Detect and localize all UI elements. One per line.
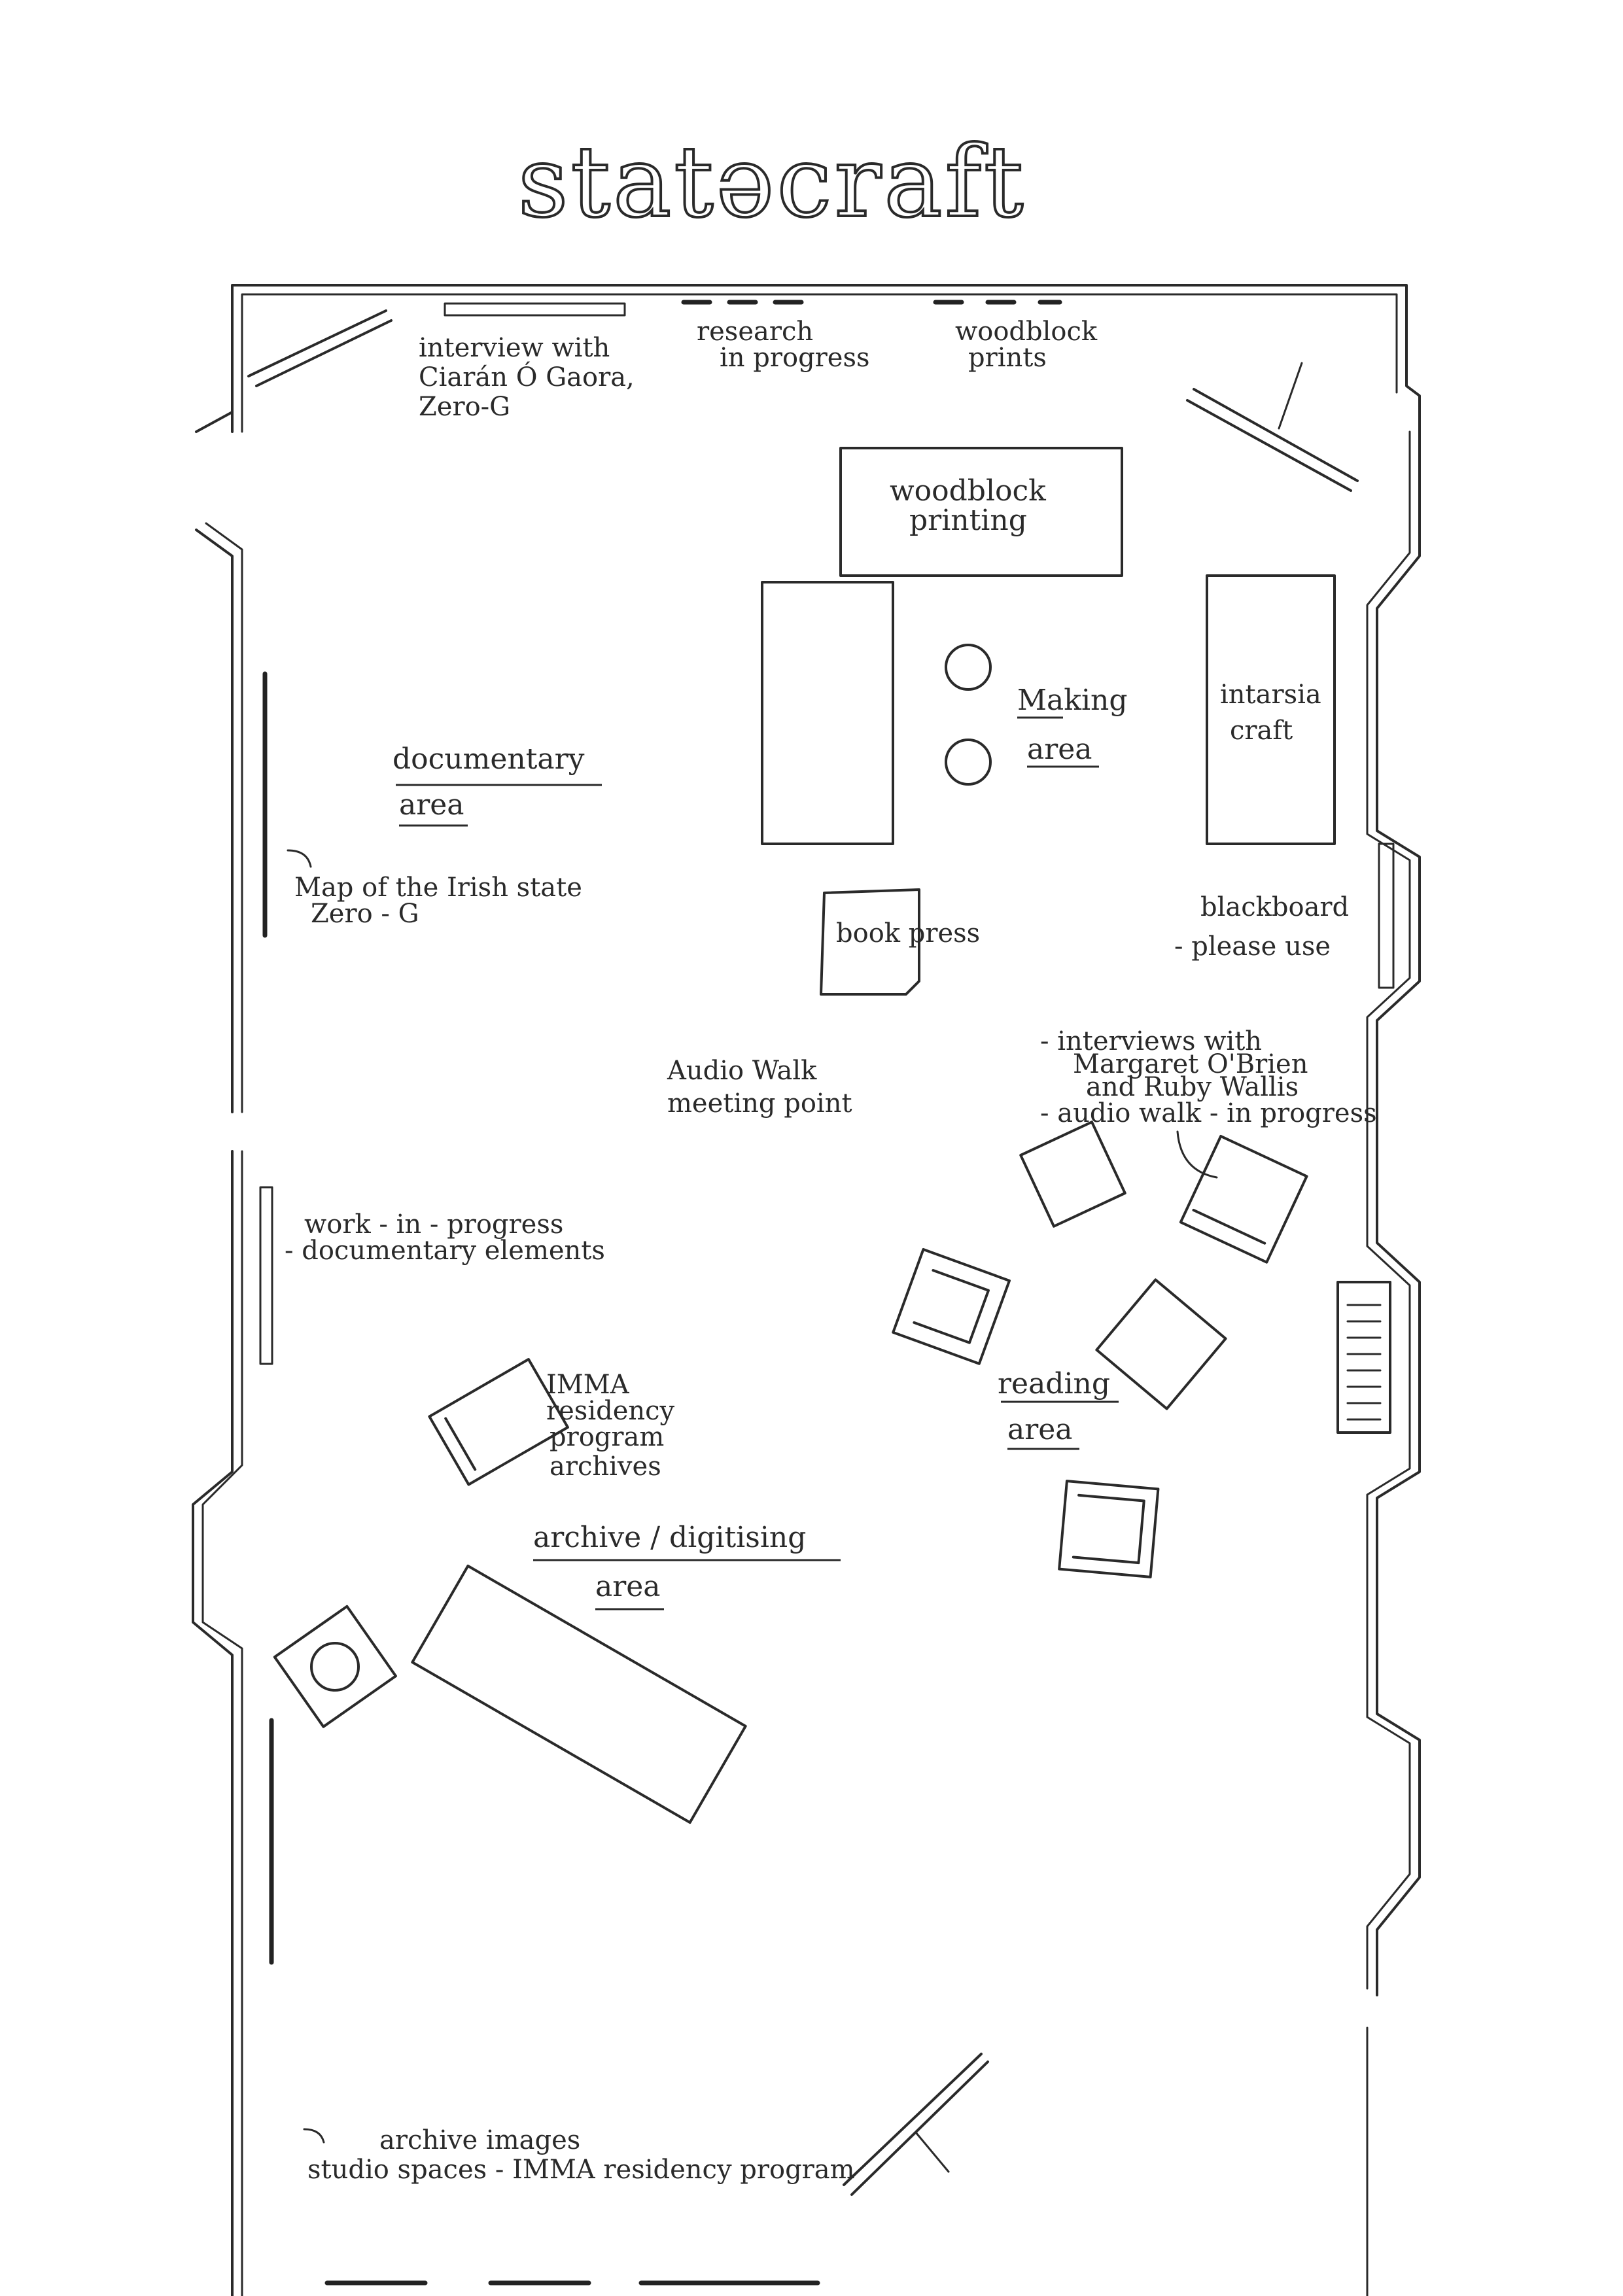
archive-box: [428, 1358, 569, 1486]
archive-images-label-1: archive images: [379, 2125, 580, 2155]
audio-walk-label-1: Audio Walk: [667, 1056, 817, 1086]
reading-area-label-2: area: [1007, 1413, 1073, 1446]
interviews-label-4: - audio walk - in progress: [1040, 1098, 1377, 1128]
armchair-2: [1058, 1480, 1160, 1578]
chair-3: [1095, 1278, 1227, 1410]
woodblock-printing-table: [839, 447, 1123, 577]
making-table-left: [761, 581, 894, 845]
blackboard-panel: [1378, 843, 1395, 989]
interview-label-3: Zero-G: [419, 392, 510, 422]
documentary-area-label-1: documentary: [393, 742, 585, 776]
projector-lens: [310, 1642, 360, 1692]
imma-label-3: program: [550, 1422, 664, 1452]
interview-label-2: Ciarán Ó Gaora,: [419, 362, 635, 392]
chair-2: [1179, 1134, 1308, 1264]
map-label-1: Map of the Irish state: [294, 873, 582, 903]
interview-label-1: interview with: [419, 333, 610, 363]
screen-top-left: [247, 309, 393, 387]
wip-label-1: work - in - progress: [304, 1209, 563, 1240]
stool-1: [945, 644, 992, 691]
imma-label-4: archives: [550, 1452, 661, 1482]
archive-images-label-2: studio spaces - IMMA residency program: [307, 2155, 855, 2185]
radiator: [1336, 1281, 1391, 1434]
projector-box: [273, 1605, 397, 1728]
making-area-label-2: area: [1027, 733, 1092, 766]
armchair-1: [892, 1247, 1011, 1365]
interview-panel: [444, 302, 626, 317]
audio-walk-label-2: meeting point: [667, 1088, 852, 1119]
digitising-table: [411, 1564, 747, 1824]
outer-walls: [192, 284, 1421, 2296]
imma-label-1: IMMA: [546, 1370, 630, 1400]
interviews-label-2: Margaret O'Brien: [1073, 1049, 1308, 1079]
book-press-box: [820, 888, 920, 996]
archive-area-label-2: area: [595, 1570, 661, 1603]
furniture: [273, 447, 1391, 1824]
wall-panels: [259, 300, 1395, 2286]
interviews-label-1: - interviews with: [1040, 1026, 1262, 1056]
blackboard-label-2: - please use: [1174, 931, 1331, 962]
labels: interview with Ciarán Ó Gaora, Zero-G re…: [285, 317, 1377, 2185]
intarsia-table: [1206, 574, 1336, 845]
chair-1: [1019, 1121, 1126, 1228]
intarsia-label-2: craft: [1230, 716, 1293, 746]
stool-2: [945, 739, 992, 786]
map-label-2: Zero - G: [311, 899, 419, 929]
woodblock-prints-label-2: prints: [968, 343, 1047, 373]
blackboard-label-1: blackboard: [1200, 892, 1349, 922]
reading-area-label-1: reading: [998, 1367, 1110, 1400]
woodblock-prints-label-1: woodblock: [955, 317, 1098, 347]
screen-top-right: [1186, 388, 1359, 492]
wip-panel: [259, 1186, 273, 1365]
woodblock-printing-label-1: woodblock: [890, 474, 1046, 508]
interviews-label-3: and Ruby Wallis: [1086, 1072, 1299, 1102]
angled-screens: [247, 309, 1359, 2196]
book-press-label: book press: [836, 918, 980, 948]
making-area-label-1: Making: [1017, 684, 1128, 717]
title: statəcraft: [518, 126, 1026, 239]
documentary-area-label-2: area: [399, 788, 464, 822]
screen-bottom: [843, 2053, 989, 2196]
archive-area-label-1: archive / digitising: [533, 1521, 806, 1554]
research-label-2: in progress: [720, 343, 870, 373]
imma-label-2: residency: [546, 1396, 675, 1426]
woodblock-printing-label-2: printing: [909, 504, 1027, 537]
research-label-1: research: [697, 317, 813, 347]
wip-label-2: - documentary elements: [285, 1236, 605, 1266]
intarsia-label-1: intarsia: [1220, 680, 1321, 710]
